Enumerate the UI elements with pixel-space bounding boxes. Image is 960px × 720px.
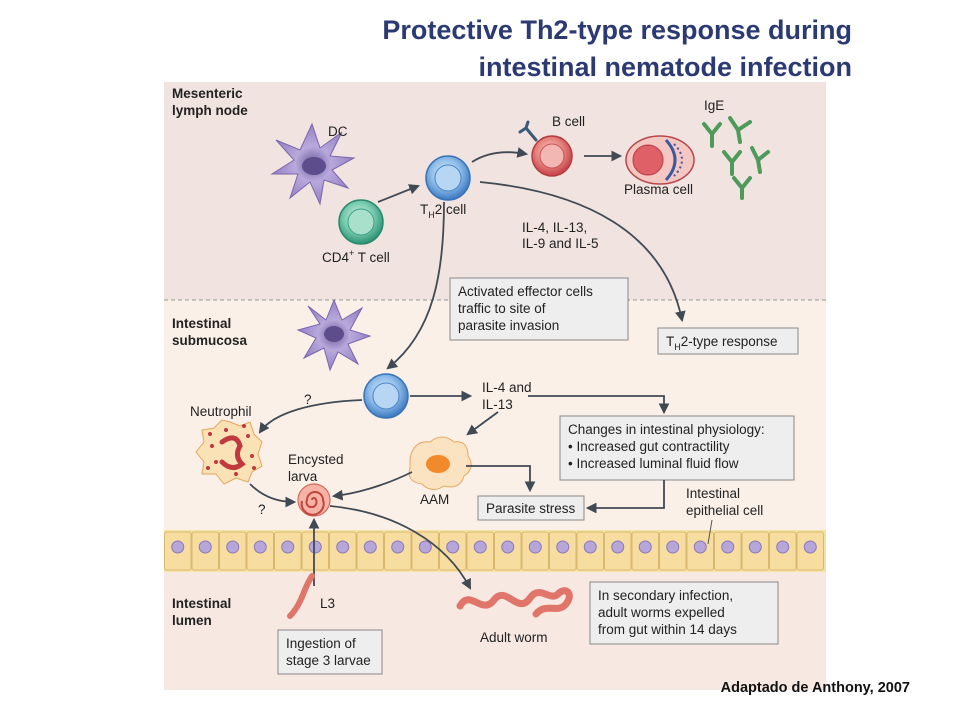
region-label-lumen-2: lumen bbox=[172, 613, 212, 628]
cd4-t-cell-icon bbox=[338, 199, 384, 245]
activated-line-3: parasite invasion bbox=[458, 318, 559, 333]
encysted-label-1: Encysted bbox=[288, 452, 344, 467]
encysted-label-2: larva bbox=[288, 469, 318, 484]
title-line-2: intestinal nematode infection bbox=[478, 52, 852, 82]
region-label-mesenteric-1: Mesenteric bbox=[172, 86, 243, 101]
b-cell-label: B cell bbox=[552, 114, 585, 129]
epithelial-nucleus bbox=[418, 540, 432, 554]
epithelial-nucleus bbox=[253, 540, 267, 554]
epithelial-nucleus bbox=[556, 540, 570, 554]
physiology-line-3: • Increased luminal fluid flow bbox=[568, 456, 739, 471]
region-label-submucosa-1: Intestinal bbox=[172, 316, 231, 331]
epithelial-nucleus bbox=[721, 540, 735, 554]
epithelial-nucleus bbox=[308, 540, 322, 554]
epithelial-nucleus bbox=[226, 540, 240, 554]
epithelial-label-2: epithelial cell bbox=[686, 503, 763, 518]
question-mark-2: ? bbox=[258, 502, 266, 517]
ingestion-box: Ingestion of stage 3 larvae bbox=[277, 629, 383, 675]
th2-response-box: TH2-type response bbox=[657, 327, 799, 355]
adult-worm-icon bbox=[456, 587, 573, 618]
epithelial-nucleus bbox=[803, 540, 817, 554]
th2-cell-icon bbox=[425, 155, 471, 201]
epithelial-nucleus bbox=[638, 540, 652, 554]
physiology-box: Changes in intestinal physiology: • Incr… bbox=[559, 415, 795, 481]
cd4-t-cell-label: CD4+ T cell bbox=[322, 248, 390, 265]
lymph-node-region bbox=[164, 82, 826, 300]
epithelial-layer bbox=[164, 530, 826, 572]
epithelial-nucleus bbox=[528, 540, 542, 554]
slide-title: Protective Th2-type response during inte… bbox=[382, 12, 852, 86]
submucosa-t-cell-icon bbox=[363, 373, 409, 419]
cytokines-label-1: IL-4, IL-13, bbox=[522, 220, 587, 235]
neutrophil-label: Neutrophil bbox=[190, 404, 252, 419]
epithelial-nucleus bbox=[171, 540, 185, 554]
secondary-infection-box: In secondary infection, adult worms expe… bbox=[589, 581, 779, 645]
epithelial-pointer bbox=[707, 519, 713, 545]
aam-label: AAM bbox=[420, 492, 449, 507]
secondary-line-1: In secondary infection, bbox=[598, 588, 733, 603]
activated-line-2: traffic to site of bbox=[458, 301, 546, 316]
region-label-mesenteric-2: lymph node bbox=[172, 103, 248, 118]
epithelial-nucleus bbox=[336, 540, 350, 554]
l3-label: L3 bbox=[320, 596, 335, 611]
dendritic-cell-icon bbox=[270, 122, 356, 206]
il-label-2: IL-13 bbox=[482, 397, 513, 412]
epithelial-nucleus bbox=[363, 540, 377, 554]
parasite-stress-label: Parasite stress bbox=[486, 501, 576, 516]
ingestion-line-2: stage 3 larvae bbox=[286, 653, 371, 668]
citation: Adaptado de Anthony, 2007 bbox=[720, 680, 910, 696]
parasite-stress-box: Parasite stress bbox=[477, 495, 585, 521]
epithelial-nucleus bbox=[446, 540, 460, 554]
encysted-larva-icon bbox=[297, 483, 331, 517]
question-mark-1: ? bbox=[304, 392, 312, 407]
epithelial-nucleus bbox=[776, 540, 790, 554]
l3-larva-icon bbox=[287, 573, 315, 619]
epithelial-nucleus bbox=[198, 540, 212, 554]
epithelial-nucleus bbox=[281, 540, 295, 554]
activated-effector-box: Activated effector cells traffic to site… bbox=[449, 277, 629, 341]
epithelial-nucleus bbox=[501, 540, 515, 554]
epithelial-nucleus bbox=[473, 540, 487, 554]
region-label-submucosa-2: submucosa bbox=[172, 333, 248, 348]
th2-cell-label: TH2 cell bbox=[420, 202, 466, 220]
plasma-cell-label: Plasma cell bbox=[624, 182, 693, 197]
epithelial-nucleus bbox=[748, 540, 762, 554]
arrows-submucosa bbox=[249, 390, 670, 590]
secondary-line-2: adult worms expelled bbox=[598, 605, 725, 620]
epithelial-nucleus bbox=[666, 540, 680, 554]
physiology-line-2: • Increased gut contractility bbox=[568, 439, 730, 454]
epithelial-label-1: Intestinal bbox=[686, 486, 740, 501]
ige-label: IgE bbox=[704, 98, 724, 113]
neutrophil-icon bbox=[195, 419, 263, 485]
b-cell-icon bbox=[518, 120, 573, 177]
secondary-line-3: from gut within 14 days bbox=[598, 622, 737, 637]
epithelial-nucleus bbox=[583, 540, 597, 554]
submucosa-dendritic-cell-icon bbox=[296, 298, 372, 372]
physiology-line-1: Changes in intestinal physiology: bbox=[568, 422, 765, 437]
dc-label: DC bbox=[328, 124, 348, 139]
il-label-1: IL-4 and bbox=[482, 380, 532, 395]
immune-response-diagram: Mesenteric lymph node Intestinal submuco… bbox=[164, 82, 826, 690]
cytokines-label-2: IL-9 and IL-5 bbox=[522, 236, 599, 251]
th2-response-label: TH2-type response bbox=[666, 334, 778, 352]
activated-line-1: Activated effector cells bbox=[458, 284, 593, 299]
epithelial-nucleus bbox=[391, 540, 405, 554]
title-line-1: Protective Th2-type response during bbox=[382, 15, 852, 45]
ige-antibodies-icon bbox=[702, 116, 770, 200]
aam-icon bbox=[408, 436, 472, 490]
epithelial-nucleus bbox=[693, 540, 707, 554]
epithelial-nucleus bbox=[611, 540, 625, 554]
arrows-lymph-node bbox=[377, 147, 686, 370]
ingestion-line-1: Ingestion of bbox=[286, 636, 356, 651]
plasma-cell-icon bbox=[625, 135, 695, 185]
region-label-lumen-1: Intestinal bbox=[172, 596, 231, 611]
adult-worm-label: Adult worm bbox=[480, 630, 548, 645]
